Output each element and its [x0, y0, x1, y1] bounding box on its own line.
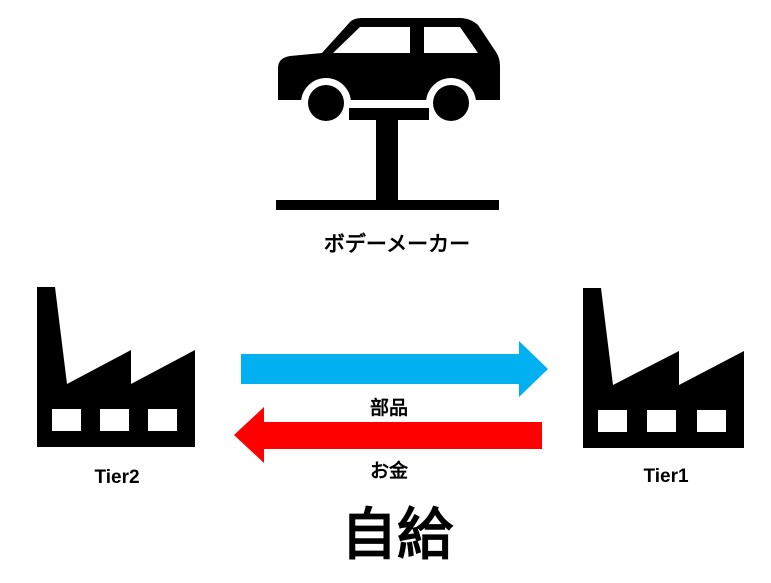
- car-on-lift-icon: [276, 18, 500, 210]
- money-arrow: [234, 407, 542, 463]
- parts-arrow: [241, 341, 548, 397]
- bottom-title: 自給: [341, 503, 453, 568]
- tier2-factory-icon: [37, 287, 195, 447]
- tier1-factory-icon: [583, 288, 744, 448]
- money-label: お金: [369, 460, 409, 482]
- car-maker-label: ボデーメーカー: [323, 232, 471, 256]
- tier1-label: Tier1: [643, 466, 689, 487]
- parts-label: 部品: [369, 397, 409, 419]
- tier2-label: Tier2: [94, 467, 140, 488]
